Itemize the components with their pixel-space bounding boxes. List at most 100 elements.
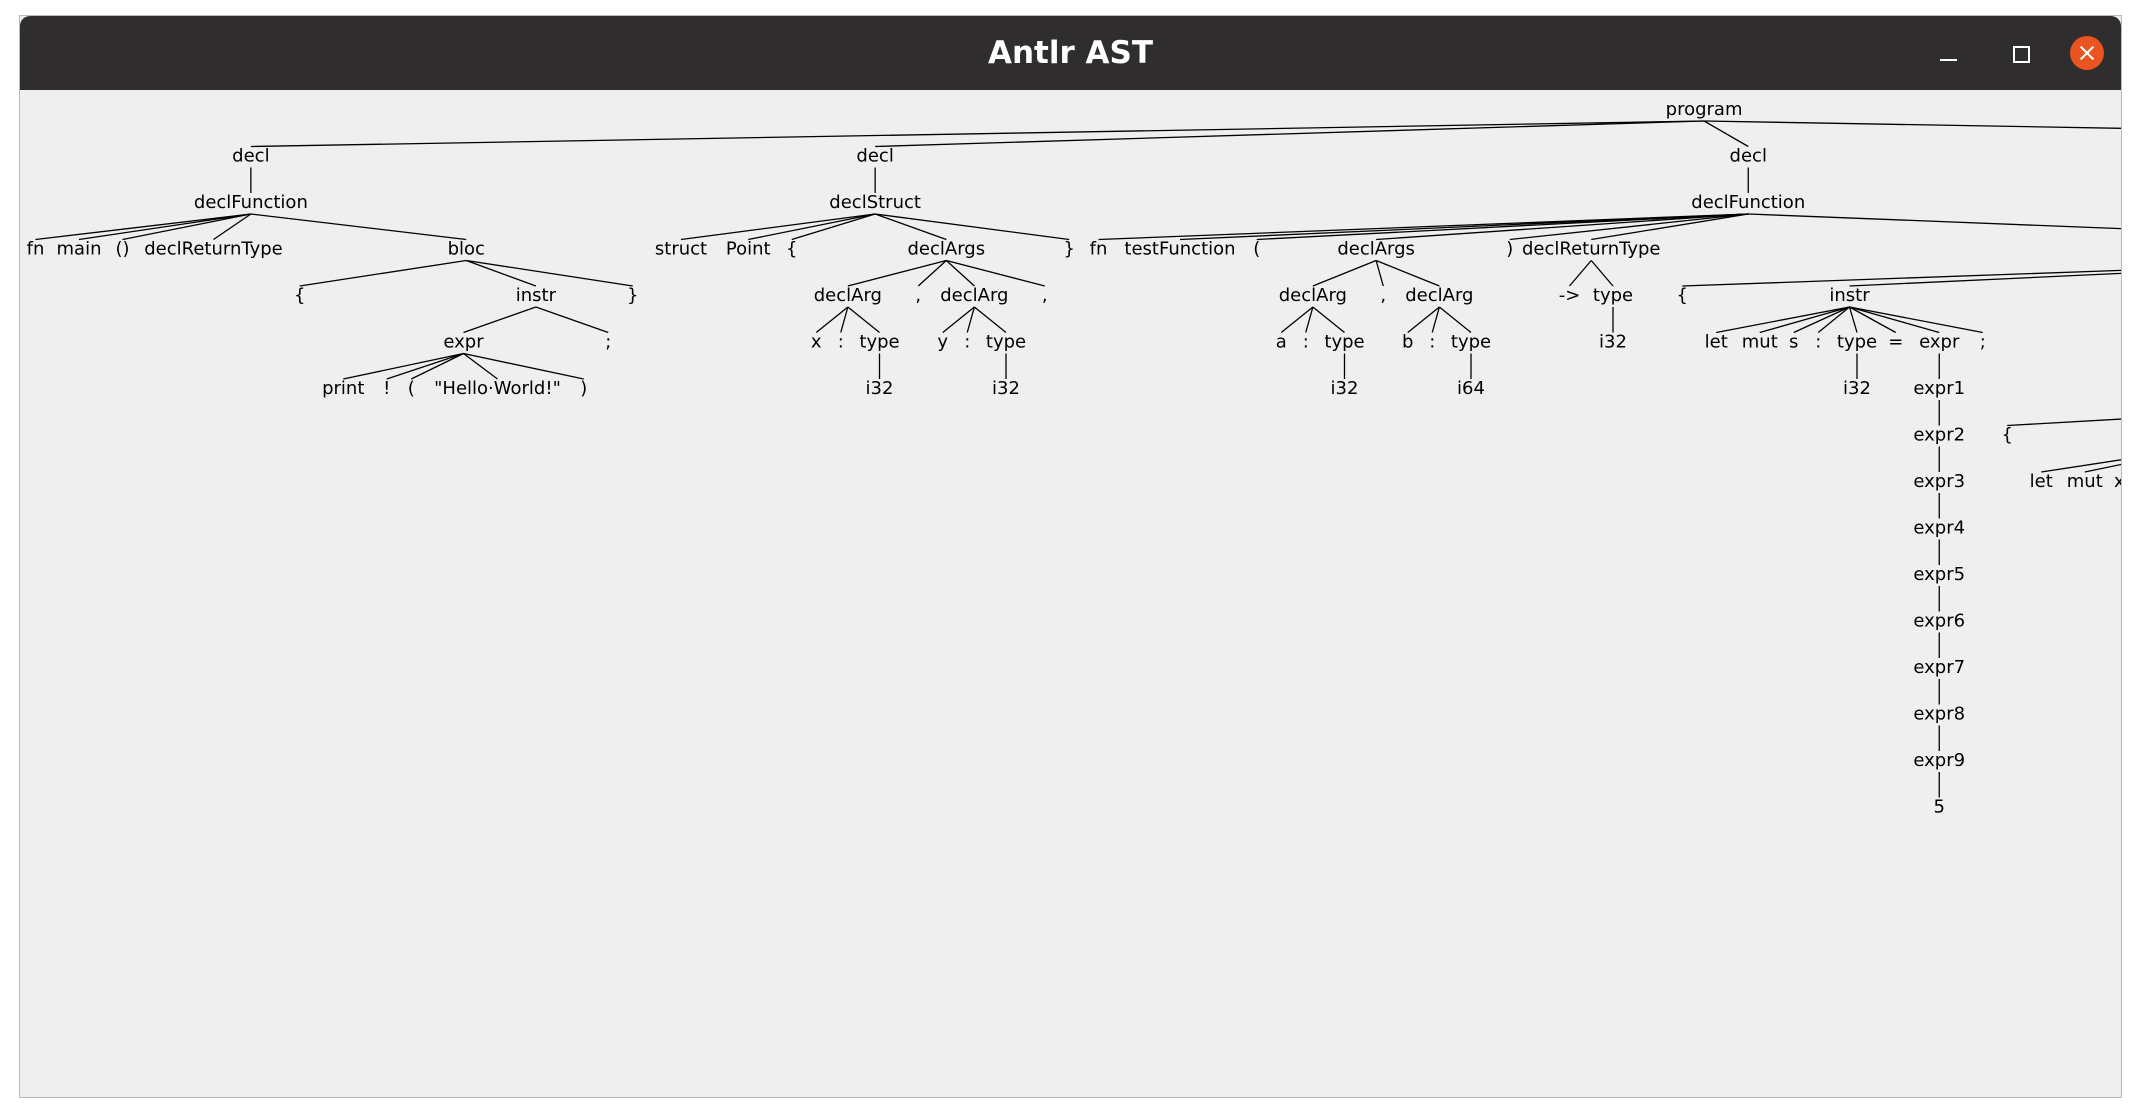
tree-edge	[1375, 260, 1384, 287]
tree-node-expr4: expr4	[1913, 518, 1965, 539]
tree-edge	[463, 352, 584, 380]
tree-node-type: type	[1837, 332, 1877, 353]
tree-node-declarg: declArg	[814, 285, 882, 306]
tree-node-symbol: !	[383, 378, 390, 399]
tree-node-expr: expr	[443, 332, 484, 353]
tree-node-type: type	[986, 332, 1026, 353]
tree-node-declarg: declArg	[1279, 285, 1347, 306]
tree-edge	[1438, 306, 1472, 334]
tree-edge	[1849, 306, 1983, 334]
tree-node-type: type	[1593, 285, 1633, 306]
tree-edge	[1591, 213, 1749, 241]
tree-node-symbol: {	[294, 285, 305, 306]
tree-node-let: let	[2030, 471, 2053, 492]
tree-edge	[973, 306, 1007, 334]
tree-edge	[1375, 259, 1440, 287]
tree-edge	[791, 213, 876, 241]
tree-edge	[1376, 213, 1749, 241]
tree-edge	[1849, 306, 1897, 334]
tree-node-symbol: =	[1888, 332, 1903, 353]
tree-node-symbol: :	[838, 332, 844, 353]
tree-node-type: type	[1324, 332, 1364, 353]
tree-edge	[78, 213, 251, 241]
tree-node-symbol: ,	[1380, 285, 1386, 306]
tree-edge	[874, 213, 947, 241]
tree-node-i32: i32	[866, 378, 894, 399]
tree-edge	[1793, 306, 1850, 334]
tree-edge	[463, 352, 498, 380]
tree-node-symbol: {	[786, 239, 797, 260]
tree-node-symbol: {	[2002, 425, 2013, 446]
tree-edge	[1590, 260, 1614, 287]
tree-node-fn: fn	[1090, 239, 1108, 260]
tree-edge	[35, 213, 251, 241]
tree-node-main: main	[57, 239, 102, 260]
tree-node-symbol: )	[580, 378, 587, 399]
tree-node-xinblock: xInBlock	[2114, 471, 2121, 492]
tree-node-declfunction: declFunction	[194, 192, 308, 213]
close-icon[interactable]	[2070, 36, 2104, 70]
tree-node-decl: decl	[856, 146, 893, 167]
tree-edge	[748, 213, 876, 241]
window-title: Antlr AST	[987, 35, 1154, 71]
tree-edge	[917, 260, 947, 287]
tree-edge	[1305, 306, 1314, 333]
tree-node-struct: struct	[655, 239, 707, 260]
tree-edge	[1569, 260, 1592, 287]
minimize-icon[interactable]	[1931, 36, 1965, 70]
tree-node-expr3: expr3	[1913, 471, 1965, 492]
tree-node-let: let	[1705, 332, 1728, 353]
tree-node-i32: i32	[1331, 378, 1359, 399]
tree-edge	[875, 120, 1705, 148]
tree-node-instr: instr	[516, 285, 557, 306]
tree-node-fn: fn	[27, 239, 45, 260]
tree-edge	[945, 260, 975, 287]
tree-edge	[2007, 418, 2121, 427]
tree-node-i32: i32	[1599, 332, 1627, 353]
tree-node-declarg: declArg	[940, 285, 1008, 306]
tree-node-symbol: }	[627, 285, 638, 306]
tree-node-expr6: expr6	[1913, 611, 1965, 632]
tree-edge	[1312, 306, 1345, 334]
tree-node-symbol: :	[1429, 332, 1435, 353]
tree-node-symbol: {	[1677, 285, 1688, 306]
tree-node-expr1: expr1	[1913, 378, 1965, 399]
tree-edge	[1704, 120, 2121, 129]
tree-node-symbol: ->	[1559, 285, 1581, 306]
tree-edge	[1280, 306, 1314, 334]
tree-edge	[1759, 306, 1850, 334]
tree-edge	[463, 306, 537, 334]
tree-edge	[299, 259, 467, 287]
tree-node-symbol: (	[408, 378, 415, 399]
tree-edge	[250, 213, 467, 241]
tree-node-symbol: ()	[115, 239, 129, 260]
tree-edge	[1849, 306, 1940, 334]
tree-edge	[1849, 272, 2121, 287]
tree-edge	[410, 352, 464, 380]
tree-node-expr9: expr9	[1913, 750, 1965, 771]
tree-edge	[847, 306, 880, 334]
tree-edge	[1748, 213, 2121, 230]
tree-node-symbol: }	[1064, 239, 1075, 260]
tree-node-symbol: (	[1253, 239, 1260, 260]
tree-node-declfunction: declFunction	[1691, 192, 1805, 213]
tree-node-declarg: declArg	[1405, 285, 1473, 306]
tree-node-program: program	[1666, 99, 1743, 120]
tree-node-decl: decl	[232, 146, 269, 167]
tree-edge	[213, 213, 252, 241]
tree-edge	[1703, 120, 1749, 148]
tree-node-type: type	[859, 332, 899, 353]
maximize-icon[interactable]	[2003, 36, 2037, 70]
app-window: Antlr AST	[19, 15, 2122, 1098]
tree-edge	[1431, 306, 1441, 333]
tree-edge	[2041, 459, 2121, 473]
tree-edge	[1312, 259, 1377, 287]
title-bar[interactable]: Antlr AST	[20, 16, 2121, 90]
tree-edge	[1848, 306, 1858, 333]
tree-node-declstruct: declStruct	[829, 192, 921, 213]
tree-edge	[840, 306, 849, 333]
tree-node-symbol: :	[964, 332, 970, 353]
tree-node-expr8: expr8	[1913, 704, 1965, 725]
tree-edge	[1716, 306, 1850, 334]
tree-node-symbol: ,	[1042, 285, 1048, 306]
